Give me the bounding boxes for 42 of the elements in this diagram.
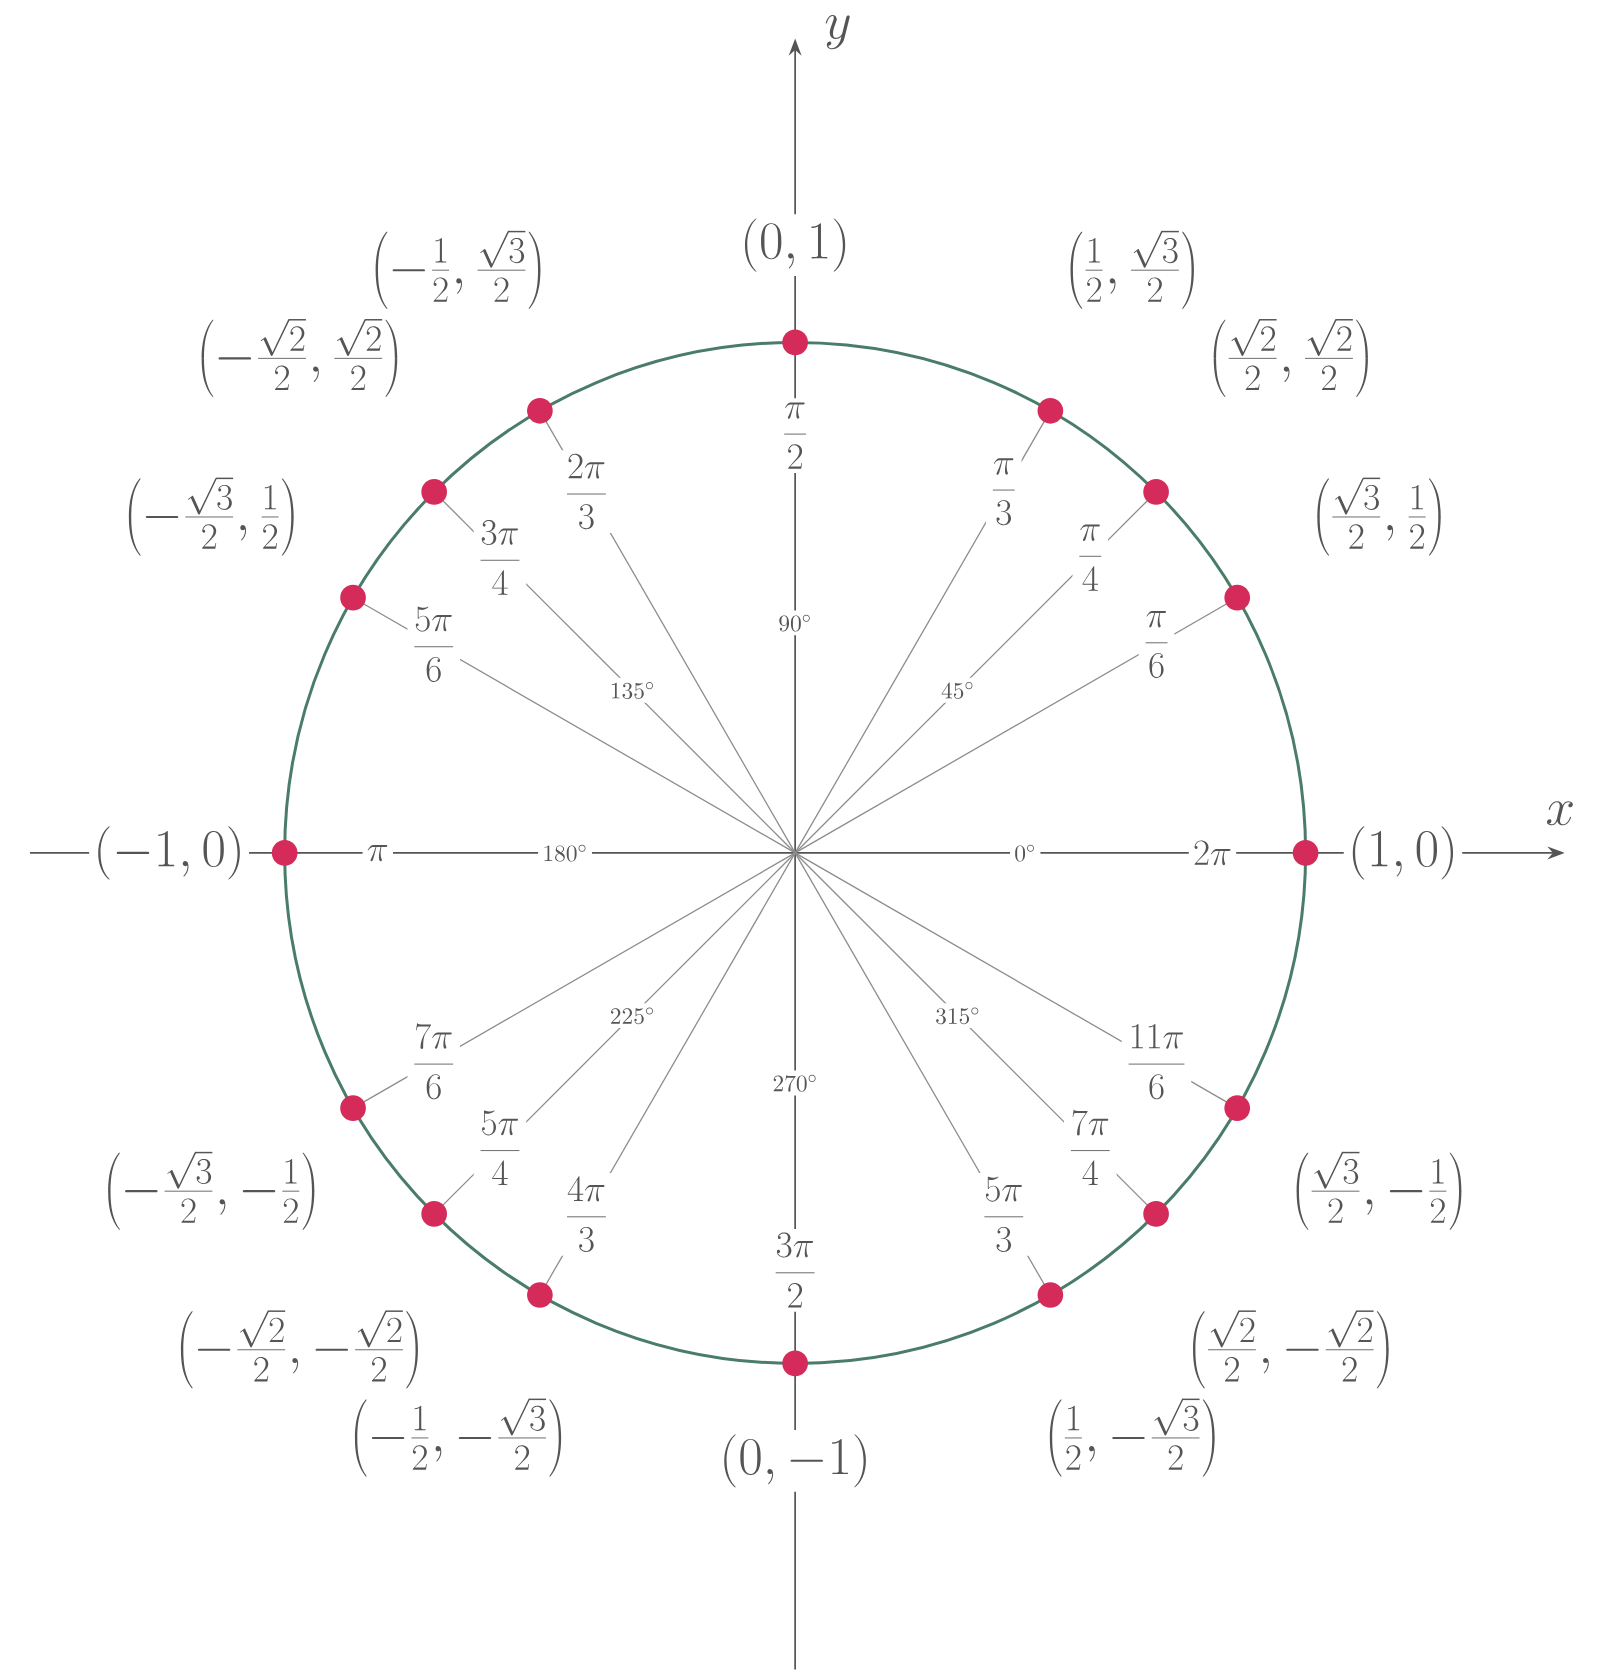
coordinate-label: $\left(-\frac{1}{2},\frac{\sqrt{3}}{2}\right)$ [375, 230, 541, 309]
coordinate-label: $\left(\frac{\sqrt{3}}{2},\frac{1}{2}\right)$ [1317, 477, 1441, 556]
radian-label: $\frac{11\pi}{6}$ [1121, 1020, 1192, 1103]
radian-label: $\frac{\pi}{4}$ [1072, 520, 1108, 596]
radian-label: $\frac{7\pi}{6}$ [407, 1020, 460, 1103]
axis-label: $x$ [1541, 797, 1580, 830]
coordinate-label: $\left(-\frac{1}{2},-\frac{\sqrt{3}}{2}\right)$ [354, 1398, 561, 1477]
radian-label: $\frac{\pi}{2}$ [777, 398, 813, 473]
coordinate-label: $\left(\frac{1}{2},\frac{\sqrt{3}}{2}\right)$ [1070, 230, 1194, 309]
degree-label: $135^\circ$ [605, 677, 660, 703]
axis-label: $y$ [819, 11, 856, 54]
degree-label: $225^\circ$ [605, 1003, 660, 1029]
radian-label: $\frac{7\pi}{4}$ [1063, 1106, 1117, 1190]
coordinate-label: $\left(-\frac{\sqrt{3}}{2},\frac{1}{2}\right)$ [128, 477, 294, 556]
radian-label: $\frac{5\pi}{6}$ [407, 602, 460, 686]
radian-label: $\frac{5\pi}{4}$ [473, 1106, 527, 1190]
radian-label: $\frac{5\pi}{3}$ [977, 1172, 1030, 1256]
coordinate-label: $\left(-\frac{\sqrt{2}}{2},-\frac{\sqrt{2}}{2}\right)$ [180, 1310, 418, 1389]
radian-label: $\frac{\pi}{6}$ [1138, 606, 1175, 682]
radian-label: $\frac{\pi}{3}$ [985, 454, 1022, 529]
degree-label: $270^\circ$ [768, 1070, 822, 1096]
degree-label: $180^\circ$ [537, 840, 592, 866]
coordinate-label: $(1,0)$ [1343, 822, 1463, 884]
coordinate-label: $\left(\frac{1}{2},-\frac{\sqrt{3}}{2}\right)$ [1049, 1398, 1215, 1477]
degree-label: $0^\circ$ [1009, 840, 1041, 866]
coordinate-label: $\left(\frac{\sqrt{3}}{2},-\frac{1}{2}\right)$ [1296, 1151, 1462, 1230]
coordinate-label: $(0,1)$ [735, 214, 855, 276]
coordinate-label: $(-1,0)$ [89, 822, 249, 884]
radian-label: $\frac{3\pi}{4}$ [473, 516, 527, 600]
radian-label: $\frac{3\pi}{2}$ [768, 1228, 822, 1312]
degree-label: $45^\circ$ [936, 677, 979, 703]
coordinate-label: $(0,-1)$ [715, 1429, 875, 1492]
radian-label: $\frac{4\pi}{3}$ [560, 1172, 613, 1256]
coordinate-label: $\left(\frac{\sqrt{2}}{2},\frac{\sqrt{2}}{2}\right)$ [1213, 319, 1368, 397]
radian-label: $\frac{2\pi}{3}$ [560, 450, 613, 533]
coordinate-label: $\left(\frac{\sqrt{2}}{2},-\frac{\sqrt{2}}{2}\right)$ [1192, 1310, 1389, 1389]
radian-label: $\pi$ [362, 840, 393, 866]
coordinate-label: $\left(-\frac{\sqrt{3}}{2},-\frac{1}{2}\right)$ [108, 1151, 315, 1230]
coordinate-label: $\left(-\frac{\sqrt{2}}{2},\frac{\sqrt{2}}{2}\right)$ [201, 319, 398, 397]
radian-label: $2\pi$ [1188, 836, 1237, 870]
degree-label: $90^\circ$ [773, 610, 817, 636]
degree-label: $315^\circ$ [930, 1003, 985, 1029]
